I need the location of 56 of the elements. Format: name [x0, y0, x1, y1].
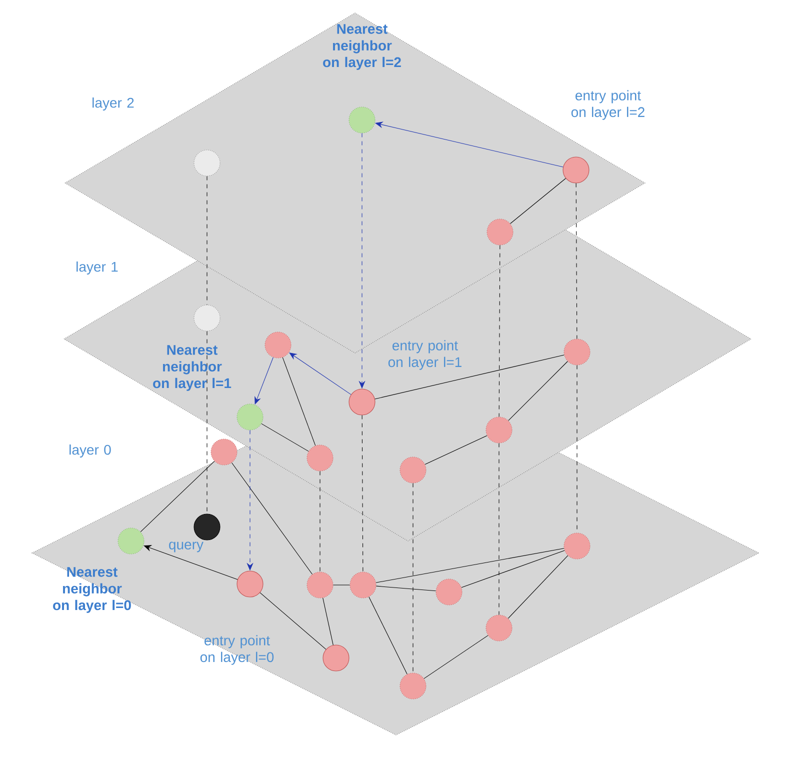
connector-line [510, 178, 566, 224]
connector-line [508, 555, 568, 619]
layer-label: layer 1 [76, 261, 118, 275]
dashed-line [498, 443, 500, 615]
connector-line [261, 423, 309, 452]
graph-node [486, 416, 512, 444]
callout-text: Nearest neighbor on layer l=2 [323, 24, 401, 70]
dashed-line [206, 176, 208, 305]
connector-line [232, 462, 312, 574]
graph-node [194, 150, 220, 176]
graph-node [306, 444, 334, 472]
connector-line [424, 635, 488, 679]
dashed-line [362, 415, 364, 572]
connector-line [260, 592, 326, 650]
layer-label: layer 2 [92, 97, 134, 111]
graph-node [400, 456, 426, 484]
callout-text: query [169, 542, 204, 552]
graph-node [118, 528, 144, 554]
graph-node [306, 572, 334, 598]
graph-node [236, 404, 264, 430]
connector-line [368, 596, 408, 674]
graph-node [436, 578, 462, 606]
graph-node [562, 156, 590, 184]
connector-line [282, 357, 316, 446]
dashed-line [498, 245, 500, 417]
connector-line [322, 598, 334, 646]
graph-node [236, 570, 264, 598]
graph-node [348, 388, 376, 416]
callout-text: entry point on layer l=2 [571, 90, 644, 120]
connector-line [376, 548, 564, 583]
graph-node [486, 218, 514, 246]
graph-node [348, 106, 376, 134]
layer-label: layer 0 [70, 444, 111, 458]
connector-line [374, 354, 564, 400]
callout-text: entry point on layer l=1 [388, 340, 462, 370]
callout-text: Nearest neighbor on layer l=1 [153, 345, 232, 391]
connector-line [508, 361, 568, 421]
graph-node [400, 672, 426, 700]
query-point [194, 514, 220, 540]
dashed-line [206, 331, 208, 514]
connector-line [461, 550, 565, 588]
graph-node [264, 332, 292, 358]
dashed-line [412, 483, 414, 673]
graph-node [564, 532, 590, 560]
graph-node [194, 304, 220, 332]
graph-node [486, 614, 512, 642]
callout-text: Nearest neighbor on layer l=0 [53, 567, 131, 613]
graph-node [210, 438, 238, 466]
connector-line [424, 435, 488, 465]
connector-line [376, 586, 436, 592]
connector-line [140, 460, 215, 532]
graph-node [564, 338, 590, 366]
graph-node [322, 644, 350, 672]
callout-text: entry point on layer l=0 [200, 635, 274, 665]
connector-line [333, 584, 350, 586]
graph-node [350, 572, 376, 598]
